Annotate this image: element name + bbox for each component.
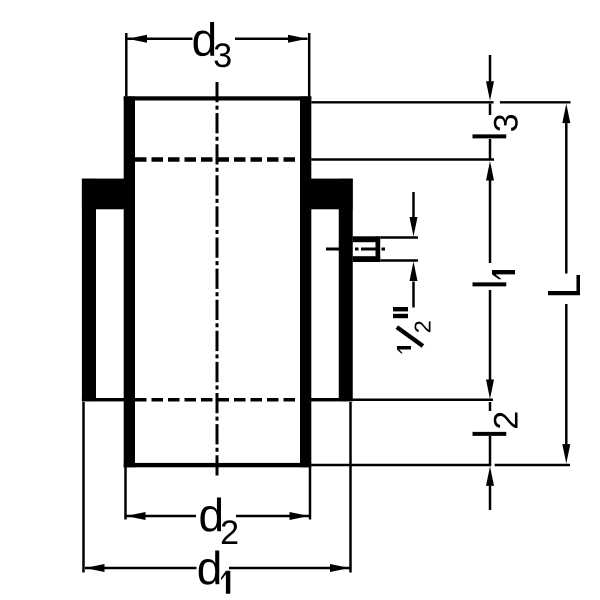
svg-text:L: L: [538, 273, 590, 299]
svg-text:2: 2: [410, 320, 436, 333]
svg-text:l: l: [464, 279, 516, 289]
svg-text:d: d: [197, 542, 223, 594]
